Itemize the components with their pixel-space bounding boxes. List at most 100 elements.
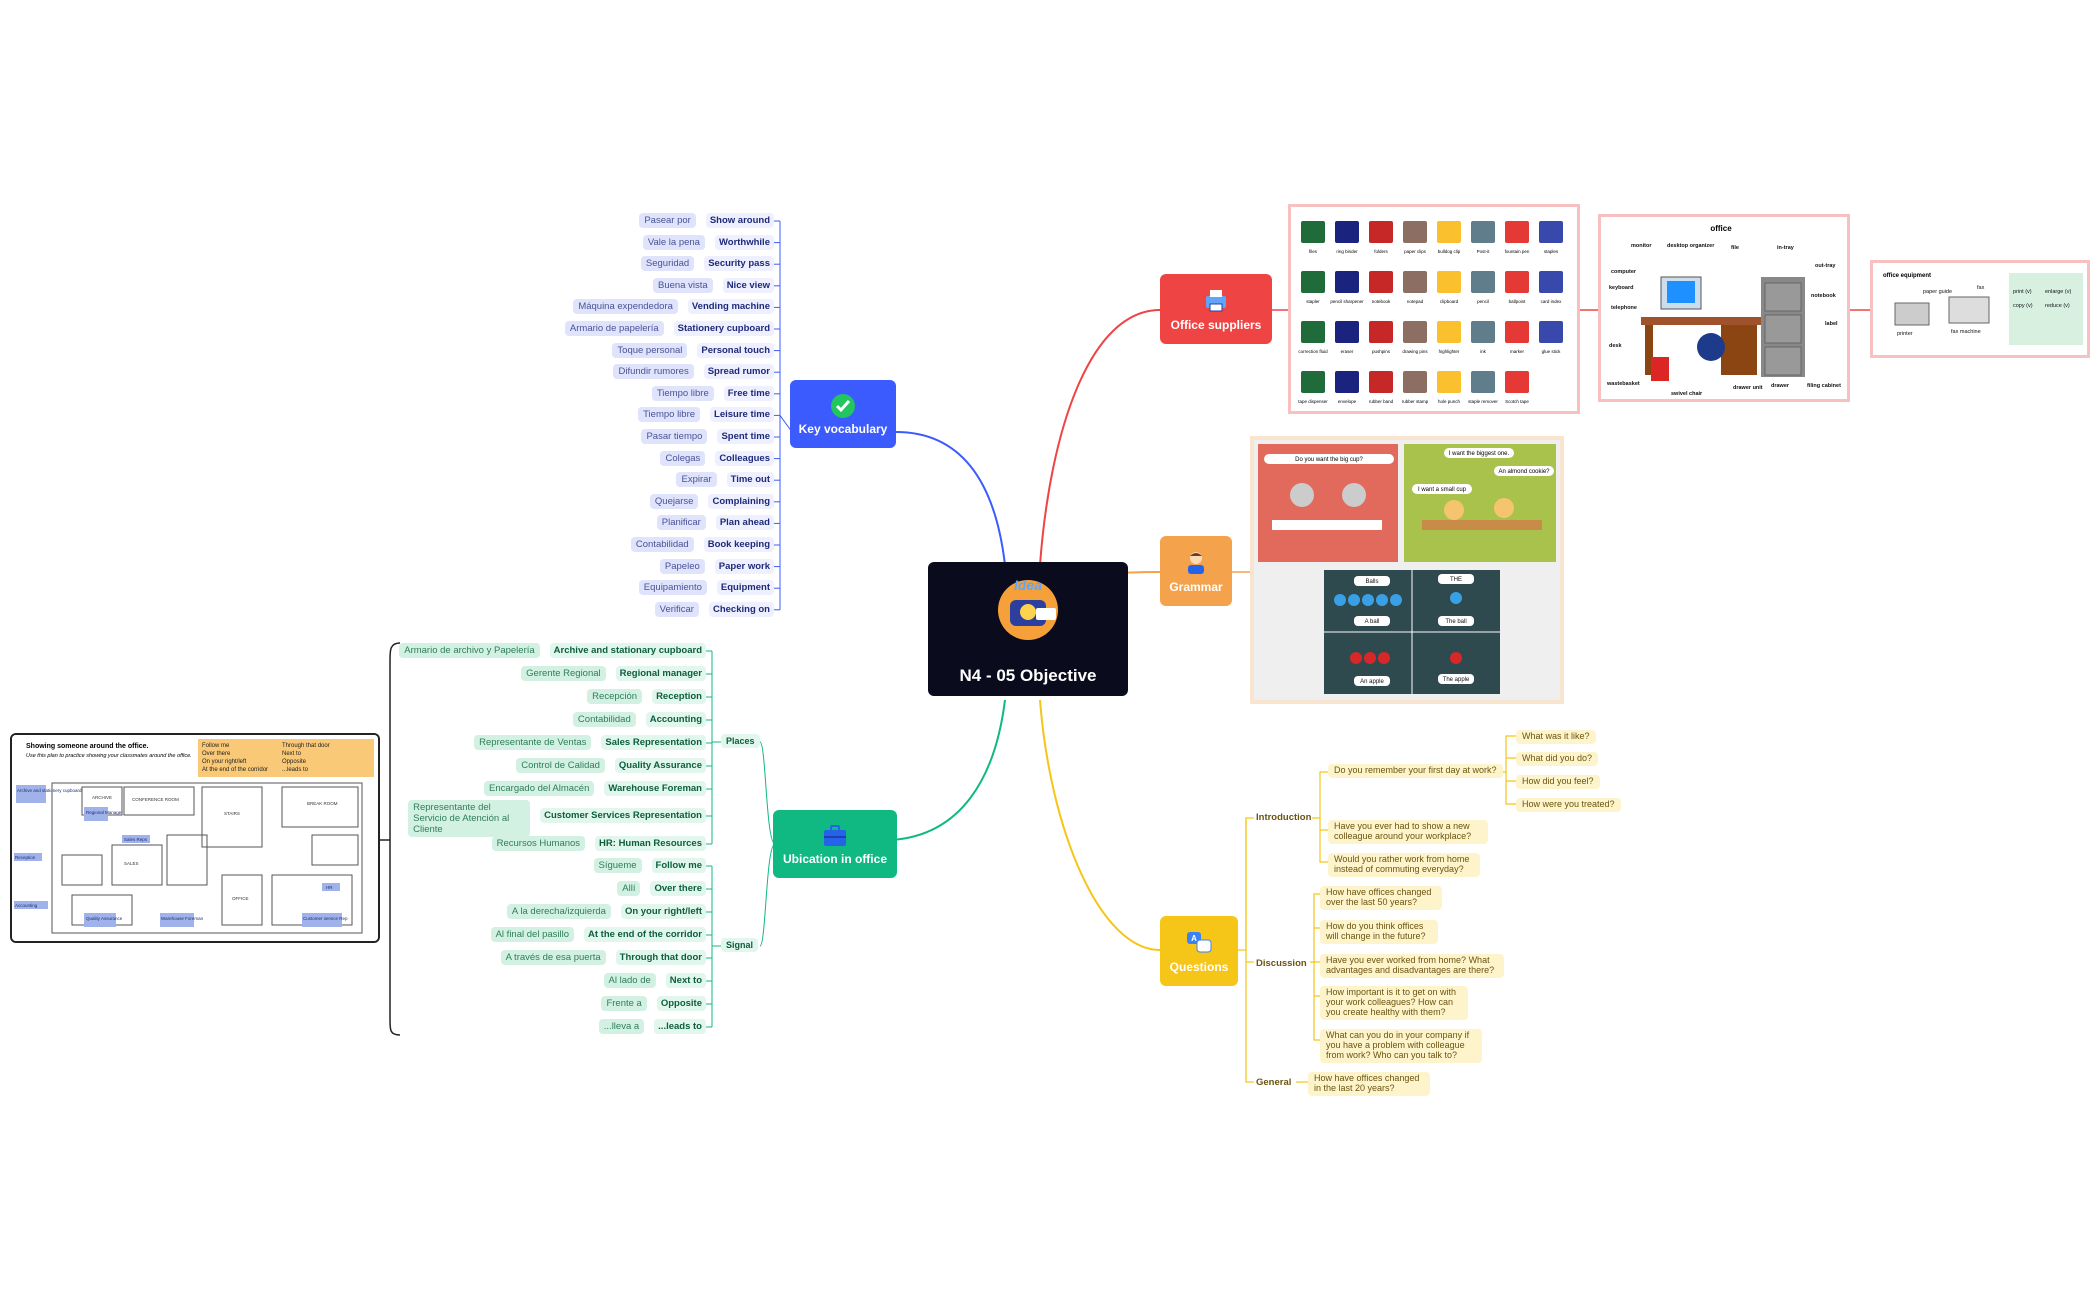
vocab-translation[interactable]: Tiempo libre [638, 407, 701, 423]
vocab-translation[interactable]: Expirar [676, 472, 717, 488]
place-translation[interactable]: Armario de archivo y Papelería [399, 643, 540, 658]
vocab-translation[interactable]: Verificar [654, 601, 699, 617]
vocab-translation[interactable]: Pasear por [639, 213, 696, 228]
place-term[interactable]: Sales Representation [601, 735, 706, 750]
signal-translation[interactable]: Frente a [601, 996, 647, 1011]
floor-plan-image[interactable]: Showing someone around the office. Use t… [10, 733, 380, 943]
vocab-term[interactable]: Paper work [714, 558, 774, 574]
vocab-translation[interactable]: Máquina expendedora [573, 299, 678, 315]
vocab-translation[interactable]: Difundir rumores [613, 364, 694, 380]
question-item[interactable]: How have offices changed over the last 5… [1320, 886, 1442, 910]
place-translation[interactable]: Contabilidad [572, 712, 636, 727]
topic-key-vocabulary[interactable]: Key vocabulary [790, 380, 896, 448]
question-item[interactable]: Have you ever had to show a new colleagu… [1328, 820, 1488, 844]
place-translation[interactable]: Recepción [587, 689, 643, 704]
question-item[interactable]: What was it like? [1516, 730, 1596, 744]
vocab-term[interactable]: Book keeping [703, 537, 774, 552]
vocab-translation[interactable]: Planificar [656, 515, 706, 531]
signal-translation[interactable]: Sígueme [593, 858, 642, 873]
signal-term[interactable]: Through that door [615, 950, 706, 965]
vocab-translation[interactable]: Colegas [660, 450, 706, 466]
question-item[interactable]: How were you treated? [1516, 798, 1621, 812]
place-translation[interactable]: Gerente Regional [521, 666, 606, 681]
vocab-translation[interactable]: Pasar tiempo [641, 429, 708, 444]
place-term[interactable]: Customer Services Representation [540, 808, 706, 823]
place-translation[interactable]: Representante de Ventas [474, 735, 592, 750]
places-subtopic[interactable]: Places [721, 734, 760, 748]
topic-office-suppliers[interactable]: Office suppliers [1160, 274, 1272, 344]
question-item[interactable]: Would you rather work from home instead … [1328, 853, 1480, 877]
signal-translation[interactable]: Allí [617, 881, 641, 896]
place-translation[interactable]: Representante del Servicio de Atención a… [408, 800, 531, 837]
signal-term[interactable]: Opposite [656, 996, 706, 1011]
place-term[interactable]: Regional manager [615, 666, 706, 681]
signal-term[interactable]: Next to [665, 973, 706, 988]
vocab-term[interactable]: Stationery cupboard [673, 321, 774, 336]
questions-general-label[interactable]: General [1256, 1077, 1292, 1088]
vocab-translation[interactable]: Seguridad [640, 256, 695, 272]
vocab-term[interactable]: Time out [726, 472, 774, 488]
signal-subtopic[interactable]: Signal [721, 938, 759, 952]
place-term[interactable]: Archive and stationary cupboard [549, 643, 706, 658]
vocab-translation[interactable]: Vale la pena [642, 234, 705, 250]
topic-questions[interactable]: A Questions [1160, 916, 1238, 986]
vocab-term[interactable]: Colleagues [715, 450, 774, 466]
vocab-term[interactable]: Complaining [708, 493, 774, 509]
question-item[interactable]: How did you feel? [1516, 775, 1600, 789]
vocab-translation[interactable]: Contabilidad [630, 537, 694, 552]
place-translation[interactable]: Encargado del Almacén [484, 781, 595, 796]
vocab-term[interactable]: Personal touch [697, 342, 774, 358]
place-translation[interactable]: Recursos Humanos [491, 836, 586, 851]
vocab-translation[interactable]: Buena vista [653, 277, 713, 293]
question-item[interactable]: Have you ever worked from home? What adv… [1320, 954, 1504, 978]
question-item[interactable]: What can you do in your company if you h… [1320, 1029, 1482, 1063]
signal-term[interactable]: ...leads to [654, 1019, 706, 1034]
topic-ubication-in-office[interactable]: Ubication in office [773, 810, 897, 878]
place-term[interactable]: Reception [652, 689, 706, 704]
signal-translation[interactable]: Al lado de [603, 973, 656, 988]
question-item[interactable]: How have offices changed in the last 20 … [1308, 1072, 1430, 1096]
question-item[interactable]: Do you remember your first day at work? [1328, 764, 1503, 778]
vocab-term[interactable]: Vending machine [687, 299, 774, 315]
vocab-term[interactable]: Plan ahead [715, 515, 774, 531]
vocab-term[interactable]: Spent time [717, 429, 774, 444]
vocab-translation[interactable]: Equipamiento [638, 580, 707, 596]
central-topic[interactable]: Idea N4 - 05 Objective [928, 562, 1128, 696]
vocab-term[interactable]: Equipment [716, 580, 774, 596]
vocab-term[interactable]: Free time [723, 385, 774, 401]
vocab-term[interactable]: Nice view [722, 277, 774, 293]
vocab-translation[interactable]: Quejarse [649, 493, 699, 509]
vocab-term[interactable]: Worthwhile [714, 234, 774, 250]
grammar-image[interactable]: Do you want the big cup? I want the bigg… [1250, 436, 1564, 704]
signal-term[interactable]: On your right/left [620, 904, 706, 919]
signal-translation[interactable]: A la derecha/izquierda [506, 904, 611, 919]
place-term[interactable]: HR: Human Resources [595, 836, 706, 851]
vocab-translation[interactable]: Armario de papelería [564, 321, 664, 336]
signal-translation[interactable]: Al final del pasillo [490, 927, 574, 942]
place-term[interactable]: Accounting [645, 712, 706, 727]
place-term[interactable]: Warehouse Foreman [604, 781, 706, 796]
signal-translation[interactable]: ...lleva a [598, 1019, 645, 1034]
vocab-translation[interactable]: Tiempo libre [651, 385, 714, 401]
vocab-term[interactable]: Show around [705, 213, 774, 228]
signal-term[interactable]: Follow me [651, 858, 706, 873]
vocab-term[interactable]: Spread rumor [703, 364, 774, 380]
place-term[interactable]: Quality Assurance [614, 758, 706, 773]
signal-term[interactable]: At the end of the corridor [584, 927, 706, 942]
question-item[interactable]: How do you think offices will change in … [1320, 920, 1438, 944]
vocab-term[interactable]: Checking on [708, 601, 774, 617]
question-item[interactable]: How important is it to get on with your … [1320, 986, 1468, 1020]
question-item[interactable]: What did you do? [1516, 752, 1599, 766]
questions-discussion-label[interactable]: Discussion [1256, 958, 1307, 969]
questions-introduction-label[interactable]: Introduction [1256, 812, 1312, 823]
vocab-translation[interactable]: Papeleo [659, 558, 705, 574]
place-translation[interactable]: Control de Calidad [516, 758, 605, 773]
vocab-translation[interactable]: Toque personal [612, 342, 688, 358]
topic-grammar[interactable]: Grammar [1160, 536, 1232, 606]
signal-term[interactable]: Over there [650, 881, 706, 896]
signal-translation[interactable]: A través de esa puerta [500, 950, 606, 965]
vocab-term[interactable]: Leisure time [710, 407, 774, 423]
